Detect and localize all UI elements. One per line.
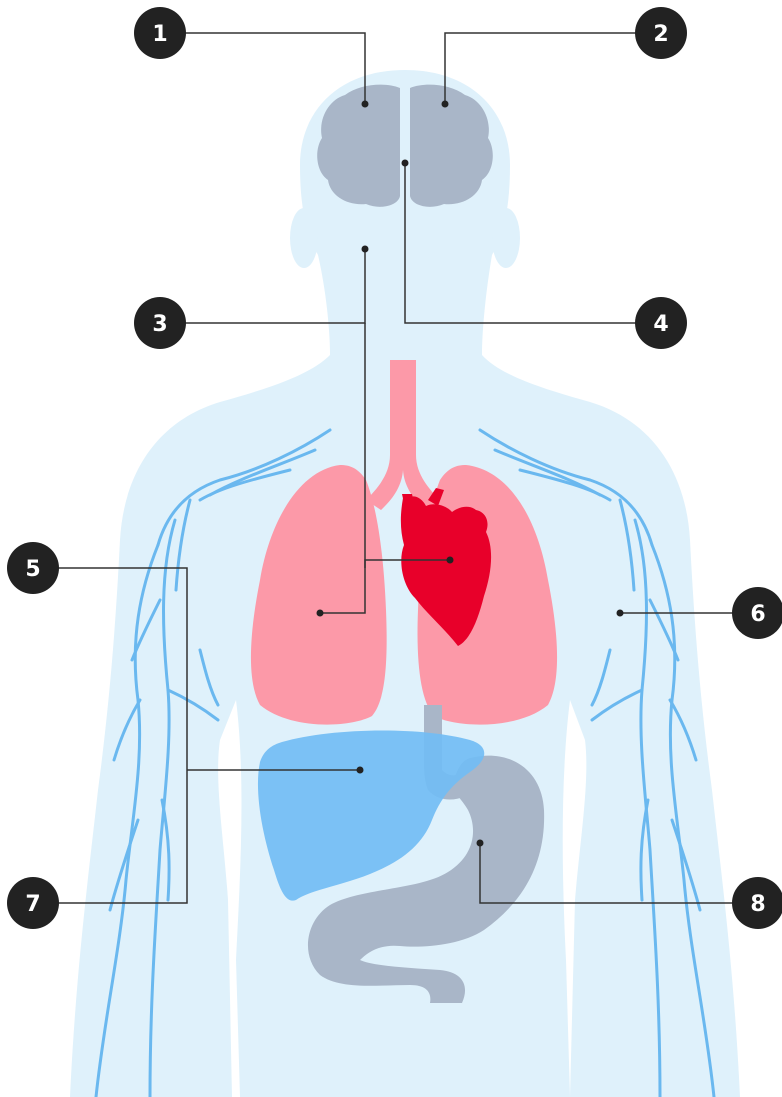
callout-marker-3[interactable]: 3 [134, 297, 186, 349]
callout-marker-2[interactable]: 2 [635, 7, 687, 59]
callout-label-4: 4 [653, 312, 668, 337]
callout-marker-1[interactable]: 1 [134, 7, 186, 59]
callout-label-3: 3 [152, 312, 167, 337]
callout-label-5: 5 [25, 557, 40, 582]
dot-heart [447, 557, 454, 564]
dot-arm [617, 610, 624, 617]
callout-marker-4[interactable]: 4 [635, 297, 687, 349]
callout-marker-8[interactable]: 8 [732, 877, 782, 929]
left-ear [290, 208, 318, 268]
dot-brain-center [402, 160, 409, 167]
dot-lung [317, 610, 324, 617]
dot-brain-left [362, 101, 369, 108]
dot-throat [362, 246, 369, 253]
callout-label-6: 6 [750, 602, 765, 627]
callout-label-8: 8 [750, 892, 765, 917]
callout-marker-5[interactable]: 5 [7, 542, 59, 594]
callout-marker-7[interactable]: 7 [7, 877, 59, 929]
callout-marker-6[interactable]: 6 [732, 587, 782, 639]
callout-label-7: 7 [25, 892, 40, 917]
right-ear [492, 208, 520, 268]
dot-brain-right [442, 101, 449, 108]
callout-label-1: 1 [152, 22, 167, 47]
callout-label-2: 2 [653, 22, 668, 47]
dot-liver [357, 767, 364, 774]
dot-stomach [477, 840, 484, 847]
